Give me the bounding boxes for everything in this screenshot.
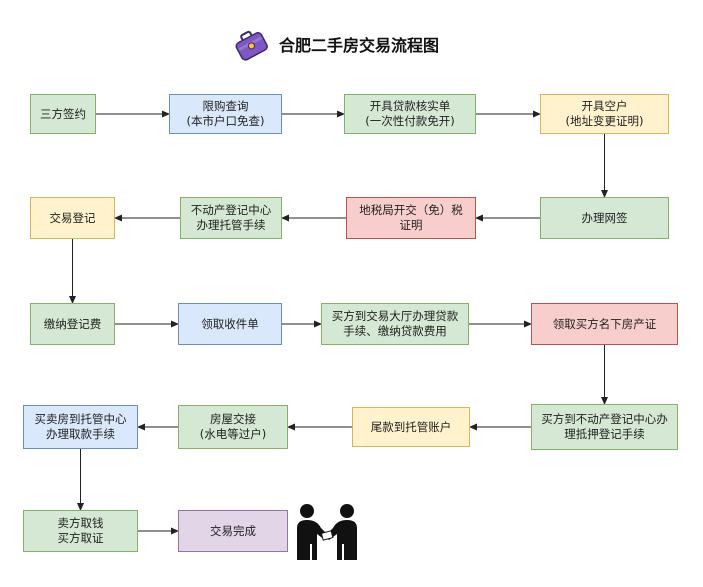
step-collect-money-cert: 卖方取钱 买方取证: [23, 510, 138, 552]
step-loan-procedure: 买方到交易大厅办理贷款 手续、缴纳贷款费用: [321, 303, 469, 345]
page-title: 合肥二手房交易流程图: [279, 36, 440, 55]
step-transaction-complete: 交易完成: [178, 510, 288, 552]
step-escrow-procedure: 不动产登记中心 办理托管手续: [180, 197, 282, 239]
briefcase-icon: [235, 30, 268, 61]
step-pay-registration-fee: 缴纳登记费: [30, 303, 115, 345]
step-empty-household-cert: 开具空户 (地址变更证明): [540, 94, 669, 134]
step-house-handover: 房屋交接 (水电等过户): [178, 405, 288, 449]
step-online-contract: 办理网签: [540, 197, 669, 239]
step-balance-escrow: 尾款到托管账户: [352, 407, 470, 447]
handshake-people-icon: [297, 504, 357, 560]
step-withdraw-procedure: 买卖房到托管中心 办理取款手续: [23, 405, 138, 449]
step-mortgage-registration: 买方到不动产登记中心办 理抵押登记手续: [531, 404, 678, 450]
step-sign-contract: 三方签约: [30, 94, 96, 134]
step-purchase-limit-check: 限购查询 (本市户口免查): [169, 94, 282, 134]
step-transaction-registration: 交易登记: [30, 197, 115, 239]
step-receive-receipt: 领取收件单: [178, 303, 282, 345]
step-loan-verification: 开具贷款核实单 (一次性付款免开): [344, 94, 476, 134]
step-tax-certificate: 地税局开交（免）税 证明: [346, 197, 476, 239]
step-buyer-property-cert: 领取买方名下房产证: [531, 303, 678, 345]
